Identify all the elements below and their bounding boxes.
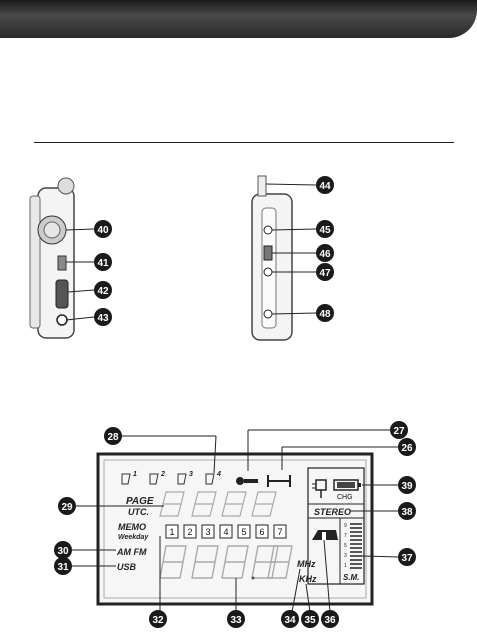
svg-text:30: 30	[57, 546, 69, 557]
callout-43: 43	[94, 308, 112, 326]
svg-text:29: 29	[61, 502, 73, 513]
timer-bar-icon	[267, 475, 291, 487]
tuning-indicator-icon	[312, 530, 338, 540]
header-bar	[0, 0, 477, 38]
svg-text:39: 39	[401, 481, 413, 492]
svg-text:4: 4	[216, 471, 221, 478]
svg-text:5: 5	[344, 543, 347, 549]
chg-label: CHG	[337, 494, 353, 501]
callout-40: 40	[94, 220, 112, 238]
svg-text:1: 1	[133, 471, 137, 478]
svg-text:3: 3	[205, 527, 210, 537]
right-side-view	[251, 175, 317, 341]
bell-icon: 3	[177, 471, 193, 485]
battery-icon	[333, 479, 361, 491]
svg-text:48: 48	[319, 309, 331, 320]
upper-digit-row	[159, 491, 277, 517]
callout-46: 46	[316, 244, 334, 262]
callout-32: 32	[149, 610, 167, 628]
svg-text:40: 40	[97, 225, 109, 236]
callout-37: 37	[398, 548, 416, 566]
svg-text:43: 43	[97, 313, 109, 324]
bell-icon: 1	[121, 471, 137, 485]
svg-text:9: 9	[344, 523, 347, 529]
bell-icon: 2	[149, 471, 165, 485]
callout-42: 42	[94, 281, 112, 299]
svg-text:38: 38	[401, 507, 413, 518]
svg-text:32: 32	[152, 615, 164, 626]
utc-label: UTC.	[128, 507, 149, 517]
svg-text:45: 45	[319, 225, 331, 236]
svg-text:7: 7	[344, 533, 347, 539]
svg-text:2: 2	[160, 471, 165, 478]
stereo-label: STEREO	[314, 507, 351, 517]
callout-41: 41	[94, 253, 112, 271]
memo-label: MEMO	[118, 522, 146, 532]
svg-text:1: 1	[344, 563, 347, 569]
callout-36: 36	[321, 610, 339, 628]
lcd-leaders	[72, 429, 399, 613]
svg-text:34: 34	[284, 615, 296, 626]
mhz-label: MHz	[297, 559, 316, 569]
svg-text:3: 3	[189, 471, 193, 478]
svg-text:28: 28	[107, 432, 119, 443]
status-block	[307, 467, 365, 585]
svg-text:4: 4	[223, 527, 228, 537]
frequency-digit-row	[159, 545, 293, 579]
svg-text:37: 37	[401, 553, 413, 564]
svg-text:1: 1	[169, 527, 174, 537]
svg-text:3: 3	[344, 553, 347, 559]
svg-text:36: 36	[324, 615, 336, 626]
section-divider	[34, 142, 454, 143]
svg-text:41: 41	[97, 258, 109, 269]
signal-scale: 9 7 5 3 1	[344, 523, 347, 569]
usb-label: USB	[117, 562, 137, 572]
svg-text:42: 42	[97, 286, 109, 297]
callout-47: 47	[316, 263, 334, 281]
svg-text:26: 26	[401, 443, 413, 454]
weekday-label: Weekday	[118, 534, 149, 541]
svg-text:33: 33	[230, 615, 242, 626]
weekday-boxes: 1 2 3 4 5 6 7	[165, 524, 287, 539]
callout-27: 27	[390, 421, 408, 439]
callout-35: 35	[301, 610, 319, 628]
callout-26: 26	[398, 438, 416, 456]
bell-icon: 4	[205, 471, 221, 485]
svg-text:5: 5	[241, 527, 246, 537]
svg-text:46: 46	[319, 249, 331, 260]
am-fm-label: AM FM	[116, 547, 147, 557]
callout-31: 31	[54, 557, 72, 575]
svg-text:35: 35	[304, 615, 316, 626]
callout-28: 28	[104, 427, 122, 445]
callout-30: 30	[54, 541, 72, 559]
svg-text:7: 7	[277, 527, 282, 537]
callout-29: 29	[58, 497, 76, 515]
alarm-icons: 1 2 3 4	[121, 471, 221, 485]
svg-text:44: 44	[319, 181, 331, 192]
signal-bars	[350, 523, 362, 569]
svg-text:27: 27	[393, 426, 405, 437]
callout-45: 45	[316, 220, 334, 238]
decimal-point	[251, 576, 255, 580]
callout-38: 38	[398, 502, 416, 520]
left-side-view	[29, 177, 95, 339]
callout-44: 44	[316, 176, 334, 194]
lcd-panel	[96, 452, 374, 606]
plug-icon	[312, 479, 327, 498]
svg-text:2: 2	[187, 527, 192, 537]
callout-33: 33	[227, 610, 245, 628]
page-label: PAGE	[126, 496, 154, 507]
callout-34: 34	[281, 610, 299, 628]
svg-text:47: 47	[319, 268, 331, 279]
svg-text:31: 31	[57, 562, 69, 573]
key-lock-icon	[236, 477, 258, 485]
sm-label: S.M.	[343, 573, 359, 582]
callout-39: 39	[398, 476, 416, 494]
callout-48: 48	[316, 304, 334, 322]
svg-text:6: 6	[259, 527, 264, 537]
